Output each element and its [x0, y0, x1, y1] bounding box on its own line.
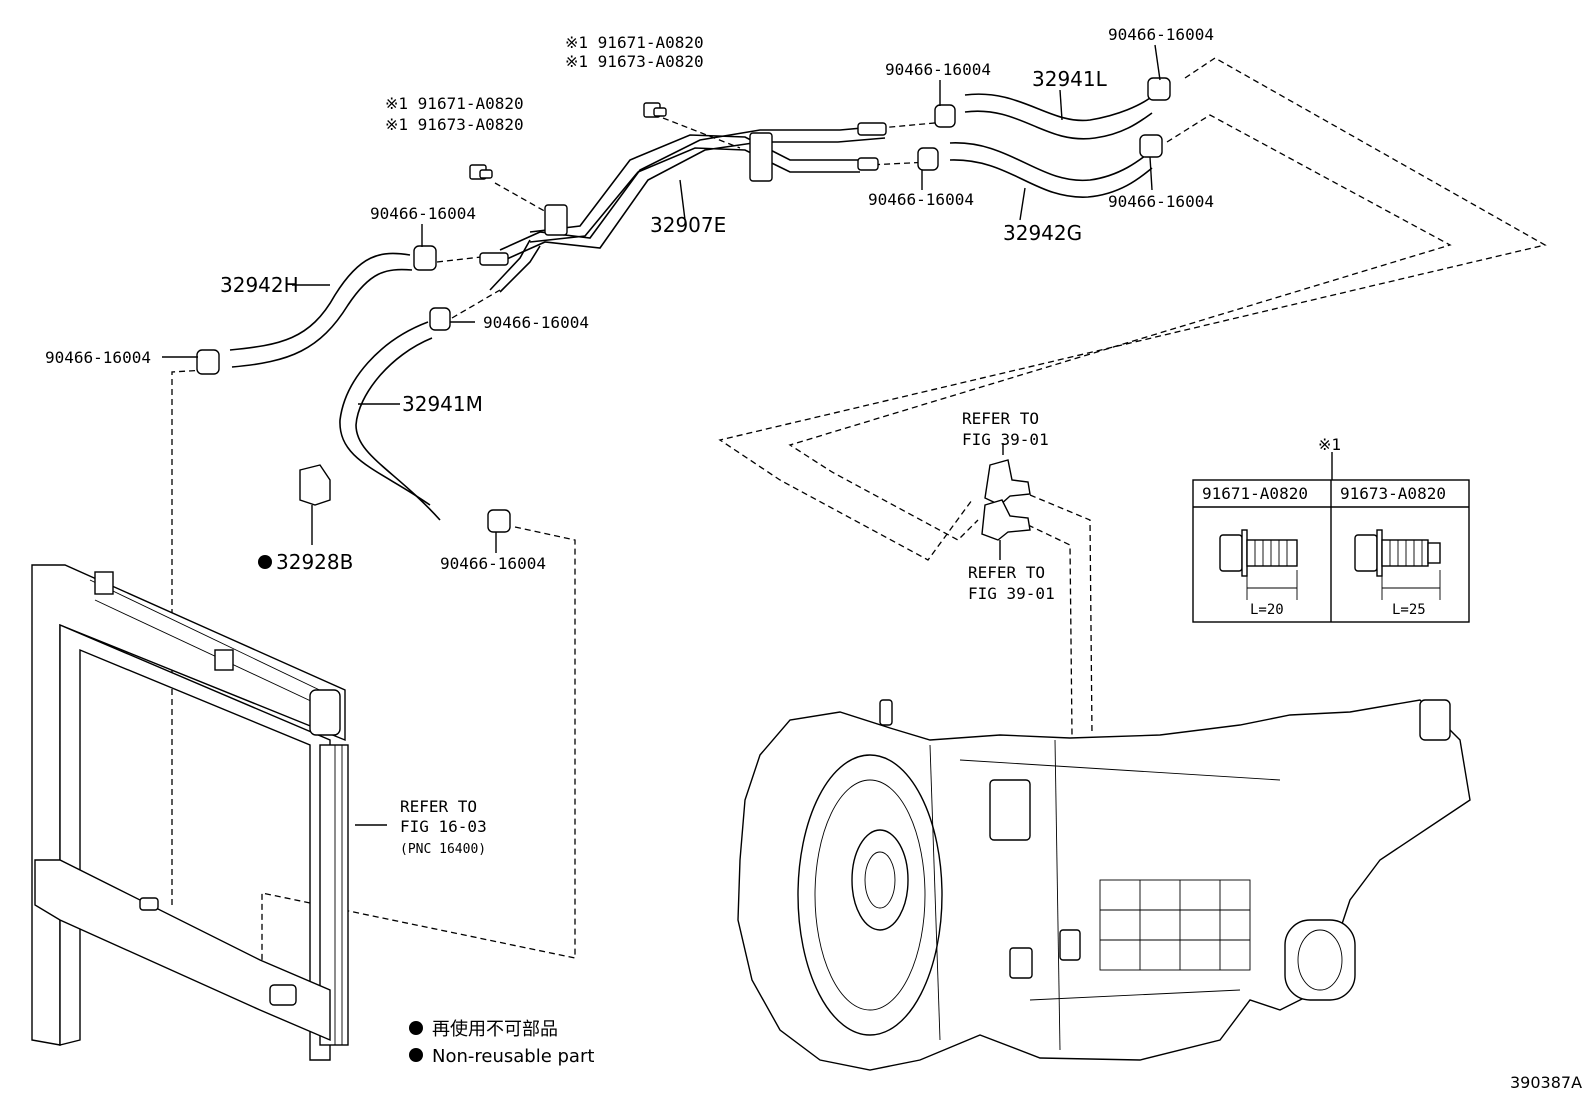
- hose-32941m: [339, 321, 441, 521]
- table-col1-length: L=20: [1250, 602, 1284, 618]
- label-hose-32941l: 32941L: [1032, 67, 1108, 91]
- bolt-table: ※1 91671-A0820 91673-A0820 L=20 L=25: [1192, 435, 1470, 623]
- table-col2-header: 91673-A0820: [1340, 484, 1446, 503]
- radiator: [31, 564, 349, 1061]
- label-clamp-right-lower: 90466-16004: [1108, 192, 1214, 211]
- label-clamp-left-upper: 90466-16004: [370, 204, 476, 223]
- connection-lines: [171, 57, 1547, 990]
- label-clamp-left: 90466-16004: [45, 348, 151, 367]
- transmission: [737, 699, 1471, 1071]
- bracket-32928b: [299, 464, 331, 545]
- label-mid-bolt-b1: ※1 91671-A0820: [385, 94, 524, 113]
- legend-jp: 再使用不可部品: [432, 1019, 558, 1040]
- table-marker: ※1: [1318, 435, 1341, 454]
- figure-id: 390387A: [1510, 1073, 1582, 1092]
- label-top-bolt-a2: ※1 91673-A0820: [565, 52, 704, 71]
- refer-fig39-b-line1: REFER TO: [968, 563, 1045, 582]
- refer-fig39-b-line2: FIG 39-01: [968, 584, 1055, 603]
- table-col1-header: 91671-A0820: [1202, 484, 1308, 503]
- refer-fig16-line3: (PNC 16400): [400, 842, 486, 857]
- clamps: [196, 77, 1171, 533]
- legend-en: Non-reusable part: [432, 1046, 594, 1067]
- legend: 再使用不可部品 Non-reusable part: [409, 1019, 594, 1067]
- bolts: [469, 102, 667, 180]
- leader-lines: [162, 44, 1333, 826]
- hose-32942g: [949, 142, 1153, 198]
- pipe-32907e: [479, 122, 887, 293]
- label-clamp-center: 90466-16004: [483, 313, 589, 332]
- part-labels: ※1 91671-A0820 ※1 91673-A0820 ※1 91671-A…: [45, 25, 1214, 574]
- label-clamp-top-mid: 90466-16004: [885, 60, 991, 79]
- refer-fig16-line2: FIG 16-03: [400, 817, 487, 836]
- label-hose-32942g: 32942G: [1003, 221, 1082, 245]
- hose-32941l: [964, 93, 1153, 140]
- label-top-bolt-a1: ※1 91671-A0820: [565, 33, 704, 52]
- table-col2-length: L=25: [1392, 602, 1426, 618]
- hose-32942h: [229, 252, 413, 368]
- label-hose-32942h: 32942H: [220, 273, 299, 297]
- refer-fig39-a-line2: FIG 39-01: [962, 430, 1049, 449]
- refer-labels: REFER TO FIG 39-01 REFER TO FIG 39-01 RE…: [400, 409, 1055, 857]
- label-mid-bolt-b2: ※1 91673-A0820: [385, 115, 524, 134]
- label-clamp-bottom: 90466-16004: [440, 554, 546, 573]
- refer-fig16-line1: REFER TO: [400, 797, 477, 816]
- label-clamp-top-right: 90466-16004: [1108, 25, 1214, 44]
- label-clamp-mid-lower: 90466-16004: [868, 190, 974, 209]
- non-reusable-bullet-icon: [258, 555, 272, 569]
- label-pipe-32907e: 32907E: [650, 213, 726, 237]
- legend-bullet-jp-icon: [409, 1021, 423, 1035]
- label-hose-32941m: 32941M: [402, 392, 483, 416]
- legend-bullet-en-icon: [409, 1048, 423, 1062]
- transmission-fittings: [981, 443, 1031, 560]
- label-bracket-32928b: 32928B: [276, 550, 353, 574]
- refer-fig39-a-line1: REFER TO: [962, 409, 1039, 428]
